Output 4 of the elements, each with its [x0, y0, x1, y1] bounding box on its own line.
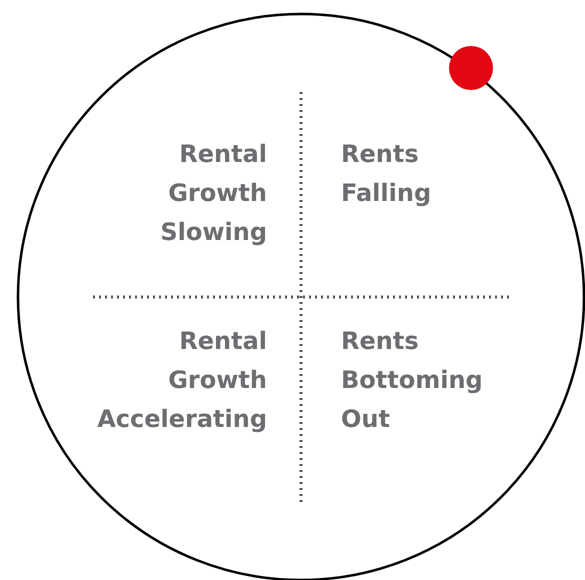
- quadrant-label: Rents Falling: [341, 139, 432, 209]
- quadrant-label: Rents Bottoming Out: [341, 326, 483, 435]
- quadrant-label: Rental Growth Accelerating: [97, 326, 267, 435]
- quadrant-label: Rental Growth Slowing: [160, 139, 267, 248]
